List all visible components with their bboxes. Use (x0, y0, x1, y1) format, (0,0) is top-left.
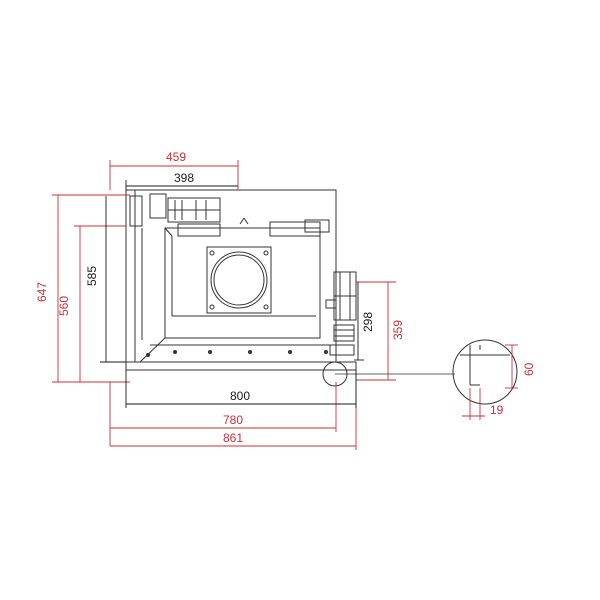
fan-outlet (206, 246, 272, 314)
dim-780: 780 (223, 413, 243, 427)
detail-view (452, 339, 518, 405)
dim-585: 585 (85, 266, 99, 286)
dim-560: 560 (57, 296, 71, 316)
dim-60: 60 (522, 362, 536, 376)
top-bracket-right (239, 217, 330, 237)
dim-800: 800 (230, 389, 250, 403)
hood-body (125, 189, 357, 371)
top-bracket-left (129, 193, 221, 237)
dim-298: 298 (361, 312, 375, 332)
dim-861: 861 (223, 431, 243, 445)
dim-459: 459 (166, 150, 186, 164)
motor-assembly (325, 271, 357, 356)
dim-647: 647 (35, 282, 49, 302)
dim-19: 19 (490, 403, 504, 417)
black-dimensions: 398 585 298 800 (85, 171, 375, 408)
dim-359: 359 (391, 320, 405, 340)
dim-398: 398 (174, 171, 194, 185)
red-dimensions: 459 647 560 359 780 861 60 19 (35, 150, 536, 450)
